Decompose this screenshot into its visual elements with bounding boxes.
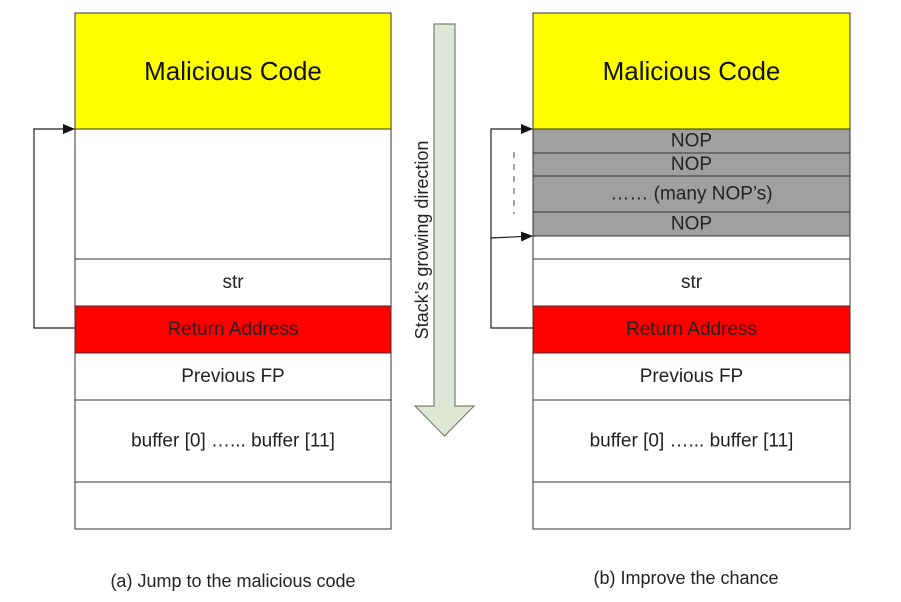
stack-cell-label-b-3: …… (many NOP’s) bbox=[610, 184, 772, 205]
stack-cell-a-0-malicious bbox=[74, 12, 392, 130]
stack-cell-b-9-empty bbox=[532, 399, 851, 483]
stack-cell-label-b-8: Previous FP bbox=[640, 366, 743, 387]
stack-cell-label-b-7: Return Address bbox=[626, 319, 757, 340]
caption-b: (b) Improve the chance bbox=[593, 568, 778, 588]
stack-cell-label-a-2: str bbox=[222, 272, 244, 293]
caption-a: (a) Jump to the malicious code bbox=[110, 571, 355, 591]
stack-cell-label-a-0: Malicious Code bbox=[144, 56, 322, 86]
stack-cell-b-6-empty bbox=[532, 258, 851, 307]
stack-cell-label-b-6: str bbox=[681, 272, 703, 293]
stack-cell-a-2-empty bbox=[74, 258, 392, 307]
stack-cell-b-8-empty bbox=[532, 352, 851, 401]
stack-cell-b-3-nop bbox=[532, 175, 851, 213]
stack-cell-b-0-malicious bbox=[532, 12, 851, 130]
jump-arrow-b-low bbox=[490, 231, 533, 329]
stack-cell-b-4-nop bbox=[532, 211, 851, 237]
jump-arrow-b-high bbox=[490, 124, 533, 238]
stack-cell-a-5-empty bbox=[74, 399, 392, 483]
jump-arrow-a bbox=[33, 124, 75, 329]
stack-growth-label: Stack’s growing direction bbox=[412, 141, 432, 340]
stack-cell-label-b-2: NOP bbox=[671, 154, 712, 175]
stack-cell-label-a-5: buffer [0] …... buffer [11] bbox=[131, 431, 335, 452]
stack-cell-label-b-9: buffer [0] …... buffer [11] bbox=[590, 431, 794, 452]
stack-growth-arrow bbox=[413, 23, 476, 437]
stack-cell-label-b-4: NOP bbox=[671, 214, 712, 235]
stack-cell-label-a-3: Return Address bbox=[168, 319, 299, 340]
stack-cell-a-4-empty bbox=[74, 352, 392, 401]
stack-cell-b-10-empty bbox=[532, 481, 851, 530]
stack-cell-a-3-return-address bbox=[74, 305, 392, 354]
stack-cell-a-1-empty bbox=[74, 128, 392, 260]
stack-cell-label-b-0: Malicious Code bbox=[603, 56, 781, 86]
stack-cell-b-5-empty bbox=[532, 235, 851, 260]
stack-cell-a-6-empty bbox=[74, 481, 392, 530]
stack-cell-label-b-1: NOP bbox=[671, 131, 712, 152]
stack-cell-label-a-4: Previous FP bbox=[181, 366, 284, 387]
